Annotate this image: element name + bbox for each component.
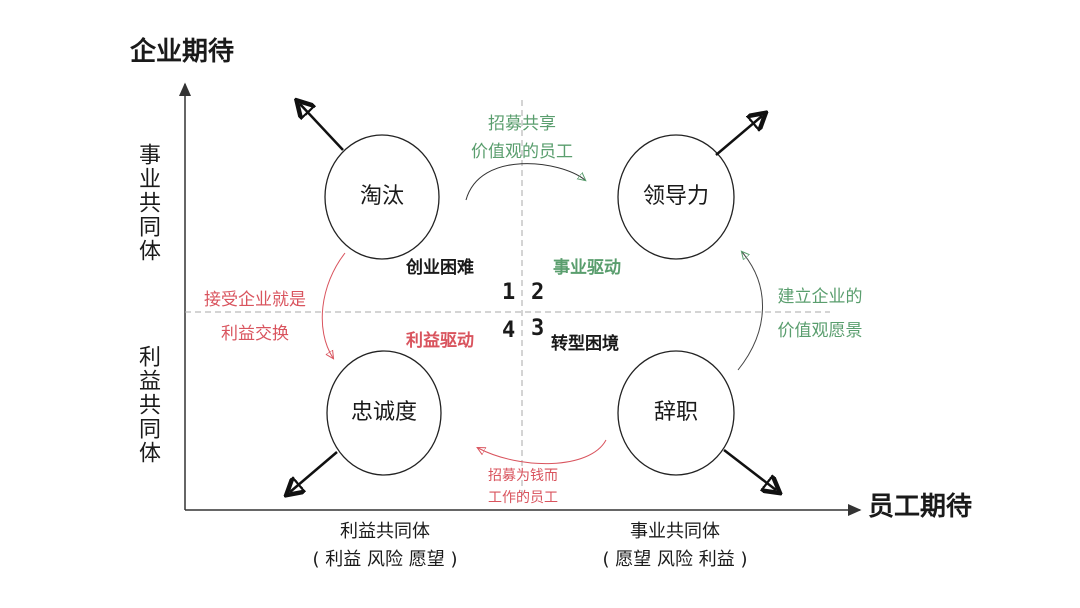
note-line: 利益交换 xyxy=(221,324,289,344)
y-lower-label: 利益共同体 xyxy=(135,345,160,465)
x-axis-title: 员工期待 xyxy=(868,492,973,522)
note-line: 工作的员工 xyxy=(488,490,558,506)
transition-arrow-right xyxy=(737,252,763,371)
x-right-label: 事业共同体 ( 愿望 风险 利益 ) xyxy=(603,518,748,574)
outward-arrow-top-right xyxy=(715,116,762,156)
x-left-subtitle: ( 利益 风险 愿望 ) xyxy=(312,549,458,570)
quadrant-1-number: 1 xyxy=(502,280,516,305)
y-axis-title: 企业期待 xyxy=(130,37,235,67)
circle-label-leadership: 领导力 xyxy=(642,184,710,209)
quadrant-3-label: 转型困境 xyxy=(551,334,619,354)
x-left-title: 利益共同体 xyxy=(340,521,430,542)
note-line: 接受企业就是 xyxy=(204,290,306,310)
x-left-label: 利益共同体 ( 利益 风险 愿望 ) xyxy=(313,518,458,574)
note-line: 价值观的员工 xyxy=(471,142,573,162)
circle-label-loyalty: 忠诚度 xyxy=(350,400,418,425)
y-upper-label: 事业共同体 xyxy=(135,143,160,263)
transition-arrow-top xyxy=(465,163,585,201)
quadrant-3-number: 3 xyxy=(531,316,545,341)
quadrant-4-label: 利益驱动 xyxy=(406,331,474,351)
note-line: 价值观愿景 xyxy=(777,321,863,341)
transition-note-bottom: 招募为钱而 工作的员工 xyxy=(478,465,568,509)
circle-bottom-right xyxy=(617,350,735,476)
quadrant-2-label: 事业驱动 xyxy=(553,258,621,278)
note-line: 建立企业的 xyxy=(777,287,863,307)
quadrant-2-number: 2 xyxy=(531,280,545,305)
outward-arrow-bottom-right xyxy=(723,449,776,490)
transition-note-top: 招募共享 价值观的员工 xyxy=(460,110,584,166)
x-right-title: 事业共同体 xyxy=(630,521,720,542)
note-line: 招募为钱而 xyxy=(488,468,558,484)
quadrant-4-number: 4 xyxy=(502,318,516,343)
x-right-subtitle: ( 愿望 风险 利益 ) xyxy=(602,549,748,570)
circle-top-right xyxy=(617,134,735,260)
circle-label-resignation: 辞职 xyxy=(653,400,699,425)
transition-arrow-left xyxy=(321,252,346,358)
outward-arrow-bottom-left xyxy=(290,451,338,492)
circle-bottom-left xyxy=(326,350,442,476)
transition-note-left: 接受企业就是 利益交换 xyxy=(190,283,320,351)
circle-label-elimination: 淘汰 xyxy=(359,184,405,209)
outward-arrow-top-left xyxy=(300,104,344,151)
note-line: 招募共享 xyxy=(488,114,556,134)
transition-note-right: 建立企业的 价值观愿景 xyxy=(765,280,875,348)
circle-top-left xyxy=(324,134,440,260)
quadrant-1-label: 创业困难 xyxy=(406,258,474,278)
transition-arrow-bottom xyxy=(478,439,607,465)
